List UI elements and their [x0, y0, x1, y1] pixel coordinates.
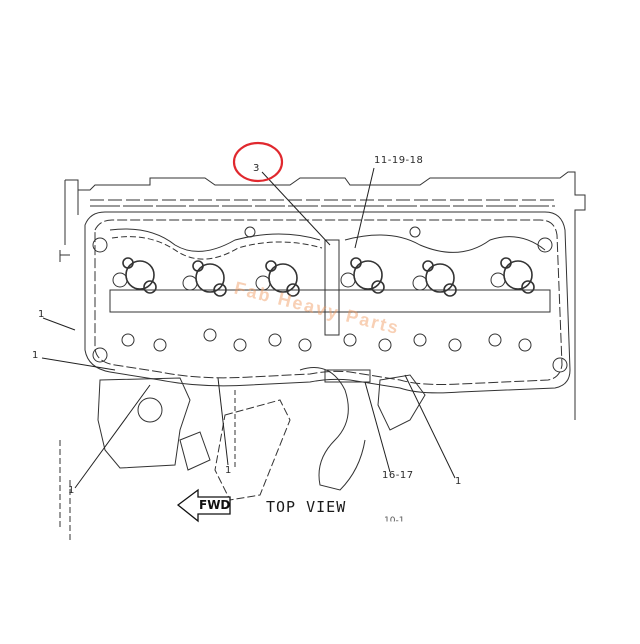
leader-lines [41, 167, 456, 489]
callout-1-center: 1 [225, 465, 232, 476]
head-bolts [92, 226, 568, 373]
highlight-circle [232, 141, 284, 183]
callout-16-17: 16-17 [382, 470, 414, 481]
callout-11-19-18: 11-19-18 [374, 155, 424, 166]
callout-3: 3 [253, 163, 260, 174]
partial-callout: 10-1 [384, 516, 405, 526]
fwd-label: FWD [199, 498, 231, 512]
fwd-arrow-shape [176, 488, 231, 523]
callout-1-bottom-left: 1 [68, 485, 75, 496]
injector-clusters [112, 257, 535, 297]
callout-1-upper-left: 1 [38, 309, 45, 320]
callout-1-left: 1 [32, 350, 39, 361]
callout-1-right: 1 [455, 476, 462, 487]
view-title: TOP VIEW [266, 498, 347, 516]
